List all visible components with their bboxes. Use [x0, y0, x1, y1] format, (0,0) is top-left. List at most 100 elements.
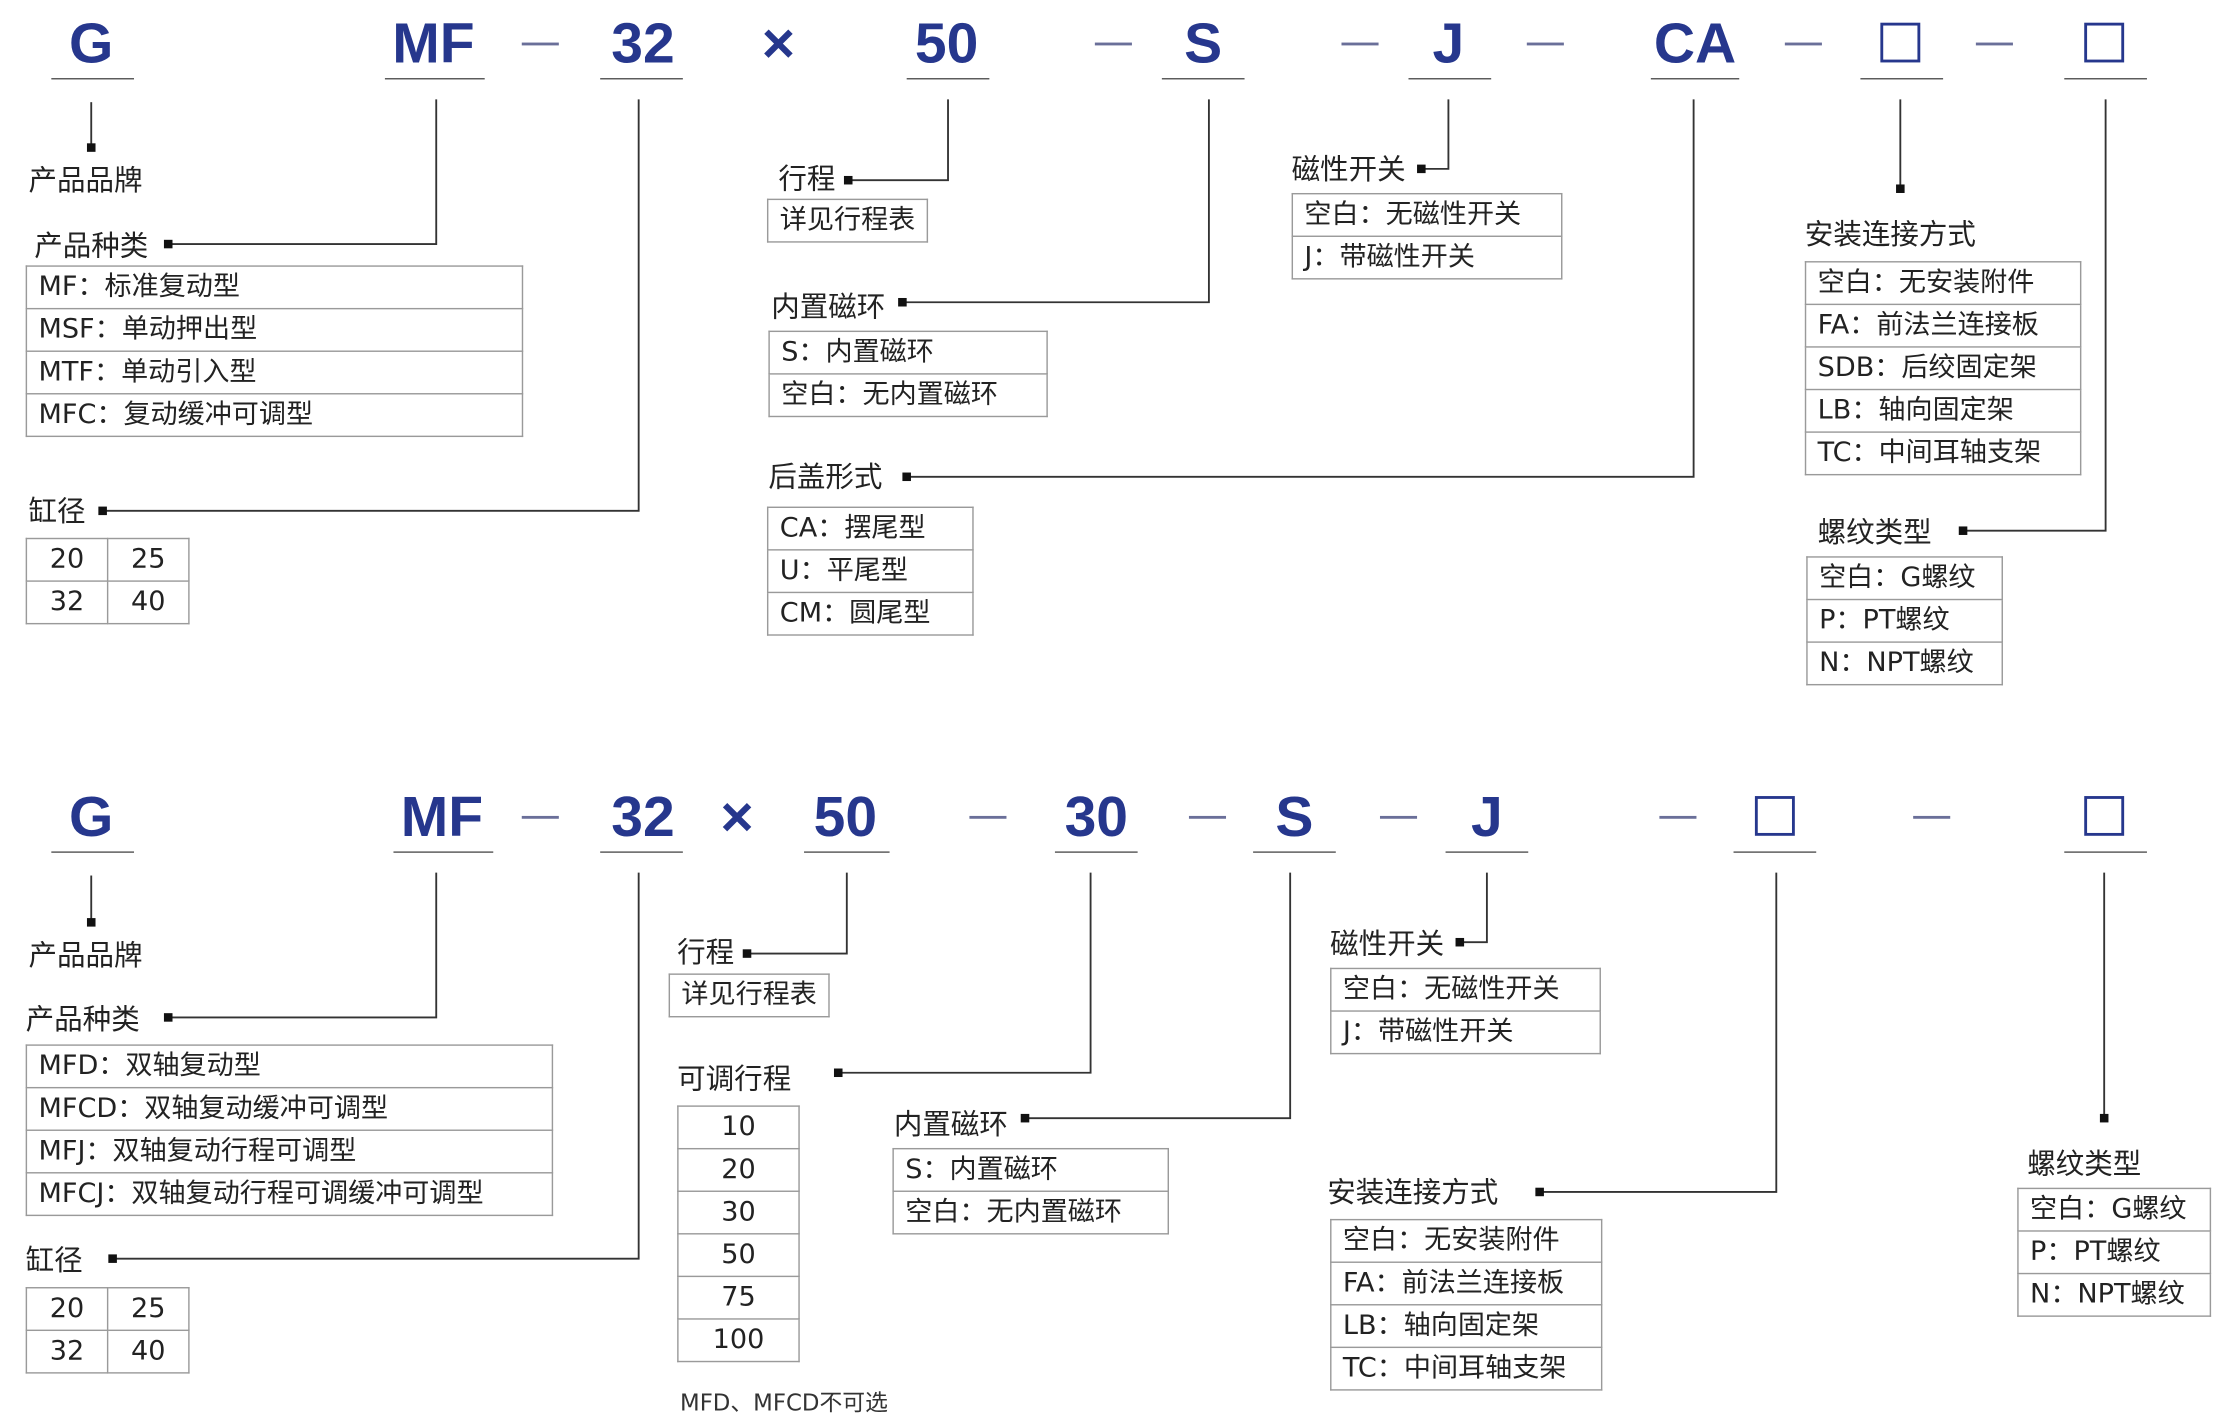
- underline: [51, 78, 135, 80]
- bore-value: 40: [106, 580, 190, 625]
- underline: [1445, 851, 1529, 853]
- magnet-option: 空白：无内置磁环: [892, 1190, 1169, 1235]
- code-magnet: S: [1184, 12, 1223, 76]
- mount-label: 安装连接方式: [1804, 217, 1976, 252]
- separator-dash: [1341, 42, 1379, 46]
- stroke-label: 行程: [677, 935, 735, 970]
- thread-option: P：PT螺纹: [1806, 598, 2003, 643]
- separator-dash: [1659, 815, 1697, 819]
- thread-option: N：NPT螺纹: [1806, 641, 2003, 686]
- magnet-label: 内置磁环: [771, 289, 886, 324]
- bore-value: 40: [106, 1329, 190, 1374]
- code-times: ×: [720, 786, 754, 849]
- type-option: MFC：复动缓冲可调型: [25, 393, 524, 438]
- magnet-label: 内置磁环: [893, 1106, 1008, 1141]
- mount-option: TC：中间耳轴支架: [1330, 1346, 1603, 1391]
- underline: [906, 78, 990, 80]
- underline: [2064, 851, 2147, 853]
- code-cover: CA: [1653, 12, 1737, 76]
- type-option: MFJ：双轴复动行程可调型: [25, 1129, 554, 1174]
- code-stroke: 50: [914, 12, 979, 76]
- underline: [2064, 78, 2147, 80]
- switch-option: 空白：无磁性开关: [1330, 967, 1601, 1012]
- thread-option: 空白：G螺纹: [1806, 556, 2003, 601]
- mount-option: LB：轴向固定架: [1804, 388, 2082, 433]
- code-mount-blank: [1754, 796, 1795, 836]
- switch-option: 空白：无磁性开关: [1291, 192, 1563, 237]
- type-option: MF：标准复动型: [25, 265, 524, 310]
- cover-option: CA：摆尾型: [766, 506, 974, 551]
- type-option: MSF：单动押出型: [25, 307, 524, 352]
- type-label: 产品种类: [25, 1001, 140, 1036]
- magnet-option: 空白：无内置磁环: [768, 373, 1048, 418]
- type-options: MFD：双轴复动型 MFCD：双轴复动缓冲可调型 MFJ：双轴复动行程可调型 M…: [25, 1044, 554, 1217]
- underline: [1253, 851, 1336, 853]
- bore-value: 25: [106, 537, 190, 582]
- stroke-label: 行程: [778, 161, 836, 196]
- code-thread-blank: [2084, 22, 2125, 63]
- adj-stroke-value: 50: [677, 1233, 800, 1278]
- underline: [804, 851, 890, 853]
- code-switch: J: [1432, 12, 1465, 76]
- code-stroke: 50: [813, 786, 878, 849]
- mount-option: FA：前法兰连接板: [1804, 303, 2082, 348]
- mount-label: 安装连接方式: [1327, 1174, 1499, 1209]
- code-adj-stroke: 30: [1064, 786, 1129, 849]
- underline: [1650, 78, 1740, 80]
- code-thread-blank: [2084, 796, 2125, 836]
- separator-dash: [1784, 42, 1822, 46]
- switch-options: 空白：无磁性开关 J：带磁性开关: [1330, 967, 1601, 1055]
- code-bore: 32: [611, 786, 675, 849]
- thread-option: P：PT螺纹: [2017, 1230, 2212, 1275]
- separator-dash: [1526, 42, 1564, 46]
- code-type: MF: [392, 12, 475, 76]
- type-option: MFCD：双轴复动缓冲可调型: [25, 1086, 554, 1131]
- type-option: MFD：双轴复动型: [25, 1044, 554, 1089]
- adj-stroke-value: 75: [677, 1275, 800, 1320]
- type-label: 产品种类: [34, 228, 149, 263]
- type-option: MFCJ：双轴复动行程可调缓冲可调型: [25, 1172, 554, 1217]
- underline: [600, 78, 683, 80]
- stroke-ref: 详见行程表: [766, 198, 929, 243]
- mount-option: LB：轴向固定架: [1330, 1304, 1603, 1349]
- bore-value: 20: [25, 537, 109, 582]
- stroke-ref-text: 详见行程表: [766, 198, 929, 243]
- code-brand: G: [69, 786, 114, 849]
- separator-dash: [521, 42, 559, 46]
- cover-label: 后盖形式: [768, 459, 883, 494]
- mount-option: 空白：无安装附件: [1804, 261, 2082, 306]
- separator-dash: [969, 815, 1007, 819]
- mount-options: 空白：无安装附件 FA：前法兰连接板 SDB：后绞固定架 LB：轴向固定架 TC…: [1804, 261, 2082, 476]
- underline: [1054, 851, 1138, 853]
- cover-options: CA：摆尾型 U：平尾型 CM：圆尾型: [766, 506, 974, 636]
- adj-stroke-value: 10: [677, 1105, 800, 1150]
- code-type: MF: [400, 786, 484, 849]
- separator-dash: [521, 815, 559, 819]
- underline: [1860, 78, 1944, 80]
- switch-label: 磁性开关: [1291, 151, 1406, 186]
- cover-option: CM：圆尾型: [766, 591, 974, 636]
- code-mount-blank: [1880, 22, 1921, 63]
- separator-dash: [1094, 42, 1132, 46]
- bore-label: 缸径: [28, 493, 86, 528]
- mount-option: SDB：后绞固定架: [1804, 346, 2082, 391]
- underline: [1408, 78, 1492, 80]
- adj-stroke-note: MFD、MFCD不可选: [680, 1389, 888, 1417]
- code-switch: J: [1471, 786, 1503, 849]
- thread-option: 空白：G螺纹: [2017, 1187, 2212, 1232]
- thread-label: 螺纹类型: [1817, 515, 1932, 550]
- underline: [600, 851, 683, 853]
- magnet-option: S：内置磁环: [892, 1147, 1169, 1192]
- separator-dash: [1975, 42, 2013, 46]
- cover-option: U：平尾型: [766, 549, 974, 594]
- switch-option: J：带磁性开关: [1291, 235, 1563, 280]
- magnet-options: S：内置磁环 空白：无内置磁环: [768, 330, 1048, 418]
- stroke-ref: 详见行程表: [668, 973, 830, 1018]
- underline: [393, 851, 494, 853]
- magnet-options: S：内置磁环 空白：无内置磁环: [892, 1147, 1169, 1235]
- underline: [51, 851, 135, 853]
- separator-dash: [1913, 815, 1951, 819]
- underline: [1733, 851, 1817, 853]
